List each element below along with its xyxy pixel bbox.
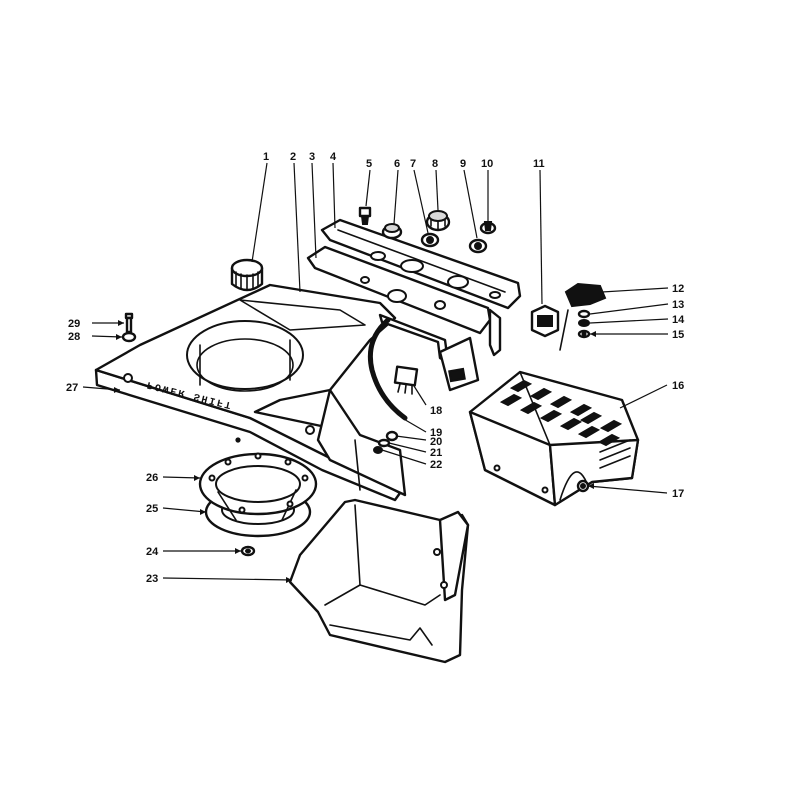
part-12-lever — [559, 282, 607, 351]
part-8-knob-large — [425, 210, 451, 232]
part-23-lower-shroud — [288, 498, 470, 664]
part-16-engine-cover — [468, 370, 640, 507]
callout-13: 13 — [672, 299, 684, 311]
callout-26: 26 — [146, 472, 158, 484]
callout-28: 28 — [68, 331, 80, 343]
part-9-knob — [468, 238, 488, 254]
callout-5: 5 — [366, 158, 372, 170]
part-28-washer — [121, 331, 137, 343]
callout-20: 20 — [430, 436, 442, 448]
callout-16: 16 — [672, 380, 684, 392]
part-13-washer — [577, 309, 591, 319]
callout-27: 27 — [66, 382, 78, 394]
callout-22: 22 — [430, 459, 442, 471]
leader-arrows — [114, 320, 596, 583]
part-18-switch — [393, 365, 419, 395]
part-15-nut — [577, 329, 591, 339]
part-14-lockwasher — [578, 319, 590, 327]
flange-bolt-holes — [208, 452, 309, 514]
part-1-fuel-cap — [230, 258, 264, 292]
part-21-washer — [377, 438, 391, 448]
part-29-bolt — [124, 312, 134, 334]
part-7-switch — [420, 232, 440, 248]
leader-lines — [82, 162, 669, 581]
callout-19: 19 — [430, 427, 442, 439]
part-5-bolt — [358, 206, 372, 225]
callout-17: 17 — [672, 488, 684, 500]
part-27-main-housing: POWER SHIFT — [94, 283, 407, 502]
callout-8: 8 — [432, 158, 438, 170]
part-11-plug — [530, 304, 560, 338]
part-26-upper-flange — [198, 452, 318, 521]
callout-18: 18 — [430, 405, 442, 417]
side-louvres — [599, 439, 631, 469]
part-10-key-switch — [479, 221, 497, 235]
callout-7: 7 — [410, 158, 416, 170]
callout-9: 9 — [460, 158, 466, 170]
part-4-console — [320, 218, 522, 357]
callout-12: 12 — [672, 283, 684, 295]
part-6-knob — [381, 223, 403, 240]
part-24-washer — [240, 545, 256, 557]
callout-4: 4 — [330, 151, 337, 163]
callout-10: 10 — [481, 158, 493, 170]
callout-2: 2 — [290, 151, 296, 163]
part-20-bolt — [385, 430, 399, 442]
callout-25: 25 — [146, 503, 158, 515]
callout-15: 15 — [672, 329, 684, 341]
callout-6: 6 — [394, 158, 400, 170]
callout-14: 14 — [672, 314, 685, 326]
callout-numbers: 1 2 3 4 5 6 7 8 9 10 11 12 13 14 15 16 1… — [66, 151, 685, 585]
callout-1: 1 — [263, 151, 269, 163]
callout-29: 29 — [68, 318, 80, 330]
part-19-cable — [367, 317, 408, 421]
vent-slots — [499, 379, 623, 447]
callout-24: 24 — [146, 546, 159, 558]
callout-23: 23 — [146, 573, 158, 585]
part-17-screw — [576, 479, 590, 493]
callout-21: 21 — [430, 447, 442, 459]
callout-11: 11 — [533, 158, 545, 170]
callout-3: 3 — [309, 151, 315, 163]
part-22-nut — [373, 446, 383, 454]
